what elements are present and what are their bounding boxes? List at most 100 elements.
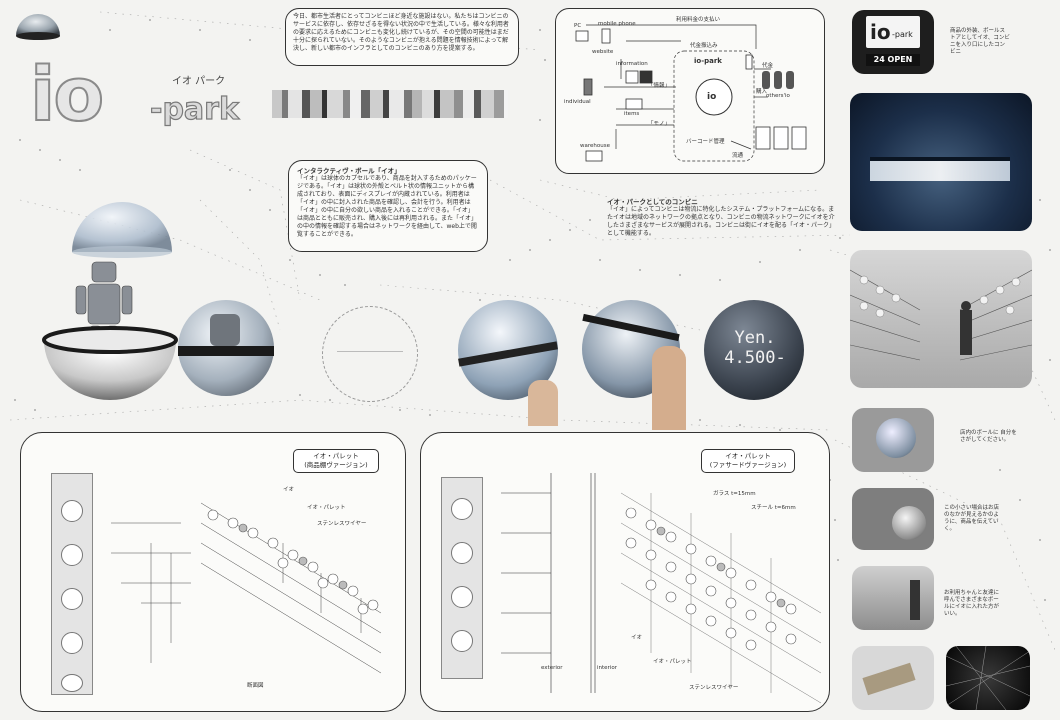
pallet-facade-steel-label: スチール t=6mm: [751, 505, 796, 511]
diagram-iopark-label: io-park: [694, 57, 722, 65]
store-roof: [870, 157, 1010, 161]
interior-shelves: [850, 269, 1032, 361]
diagram-info-arrow: 「情報」: [648, 83, 671, 89]
ball-belt-3: [582, 313, 680, 342]
robot-inside: [210, 314, 240, 346]
wireframe-equator: [337, 351, 403, 352]
pallet-store-title: イオ・パレット: [313, 452, 359, 460]
facade-strip: [441, 477, 483, 679]
facade-hole-3: [451, 586, 473, 608]
diagram-mobile-label: mobile phone: [598, 21, 636, 27]
banknote: [862, 662, 916, 696]
diagram-info-label: information: [616, 61, 648, 67]
strip-hole-5: [61, 674, 83, 692]
barcode-strip: [272, 90, 528, 118]
pallet-store-subtitle: (商品棚ヴァージョン): [304, 461, 368, 469]
hand-2: [652, 346, 686, 430]
wireframe-ball: [322, 306, 418, 402]
strip-hole-4: [61, 632, 83, 654]
logo-park: -park: [149, 92, 239, 127]
pallet-facade-drawing: [501, 473, 822, 704]
store-text-panel: イオ・パークとしてのコンビニ 「イオ」によってコンビニは物流に特化したシステム・…: [603, 196, 843, 244]
facade-hole-4: [451, 630, 473, 652]
store-sign-photo: io -park 24 OPEN: [852, 10, 934, 74]
ball-text-body: 「イオ」は球体のカプセルであり、商品を封入するためのパッケージである。「イオ」は…: [297, 175, 478, 238]
hemisphere-icon: [16, 14, 60, 40]
strip-hole-1: [61, 500, 83, 522]
logo-io: io: [29, 52, 105, 138]
ball-text-heading: インタラクティヴ・ボール「イオ」: [297, 167, 401, 175]
store-text-heading: イオ・パークとしてのコンビニ: [607, 198, 698, 206]
facade-hole-1: [451, 498, 473, 520]
ball-belt-2: [458, 341, 558, 367]
price-display-text: Yen. 4.500-: [724, 328, 786, 368]
diagram-io-label: io: [707, 92, 717, 102]
night-store-photo: [850, 93, 1032, 231]
sign-open: 24 OPEN: [866, 54, 920, 66]
counter-figure: [910, 580, 920, 620]
pallet-facade-ext-label: exterior: [541, 665, 563, 671]
pallet-facade-pallet-label: イオ・パレット: [653, 659, 692, 665]
sign-board: io -park: [866, 16, 920, 48]
hand-money-photo: [852, 646, 934, 710]
diagram-pc-label: PC: [574, 23, 582, 29]
sidebar-note-1: 商品の外装、ボールストアとしてイオ、コンビニを入り口にしたコンビニ: [950, 28, 1010, 55]
ball-belt-1: [178, 346, 274, 356]
pallet-store-title-box: イオ・パレット (商品棚ヴァージョン): [293, 449, 379, 473]
opened-capsule-robot: [42, 202, 178, 400]
pallet-facade-wire-label: ステンレスワイヤー: [689, 685, 739, 691]
sidebar-note-4: お利用ちゃんと友達に呼んでさまざまなボールにイオに入れた方がいい。: [944, 590, 1000, 617]
facade-hole-2: [451, 542, 473, 564]
ball-hand-photo-2: [852, 488, 934, 550]
network-lines: [946, 646, 1030, 710]
sign-park: -park: [892, 30, 913, 39]
diagram-website-label: website: [592, 49, 614, 55]
diagram-items-label: items: [624, 111, 640, 117]
pallet-store-pallet-label: イオ・パレット: [307, 505, 346, 511]
ball-text-panel: インタラクティヴ・ボール「イオ」 「イオ」は球体のカプセルであり、商品を封入する…: [288, 160, 488, 252]
diagram-dist-label: 流通: [732, 153, 744, 159]
diagram-barcode-label: バーコード管理: [686, 139, 725, 145]
sidebar-note-3: この小さい場合はお店のなかが見えるかのように、商品を伝えていく。: [944, 505, 1000, 532]
diagram-warehouse-label: warehouse: [580, 143, 610, 149]
hand-1: [528, 380, 558, 426]
interior-photo: [850, 250, 1032, 388]
photo-ball-2: [892, 506, 926, 540]
network-photo: [946, 646, 1030, 710]
ball-hand-photo-1: [852, 408, 934, 472]
intro-text: 今日、都市生活者にとってコンビニほど身近な施設はない。私たちはコンビニのサービス…: [293, 13, 509, 52]
diagram-pay-label: 利用料金の支払い: [676, 17, 721, 23]
price-display-ball: Yen. 4.500-: [704, 300, 804, 400]
pallet-facade-int-label: interior: [597, 665, 617, 671]
store-facade-glow: [870, 161, 1010, 181]
pallet-facade-io-label: イオ: [631, 635, 643, 641]
diagram-price-label: 代金: [762, 63, 774, 69]
pallet-strip: [51, 473, 93, 695]
pallet-facade-title-box: イオ・パレット (ファサードヴァージョン): [701, 449, 795, 473]
pallet-facade-glass-label: ガラス t=15mm: [713, 491, 756, 497]
pallet-store-section-label: 断面図: [247, 683, 264, 689]
strip-hole-2: [61, 544, 83, 566]
pallet-store-wire-label: ステンレスワイヤー: [317, 521, 367, 527]
store-text-body: 「イオ」によってコンビニは物流に特化したシステム・プラットフォームになる。またイ…: [607, 206, 836, 237]
pallet-store-panel: イオ・パレット (商品棚ヴァージョン) イオ イオ・パレット ステンレスワイヤー…: [20, 432, 406, 712]
diagram-lines: [575, 24, 807, 162]
diagram-proxy-label: 代金振込み: [690, 43, 718, 49]
capsule-ball-robot: [178, 300, 274, 396]
counter-photo: [852, 566, 934, 630]
diagram-individual-label: individual: [564, 99, 591, 105]
intro-text-panel: 今日、都市生活者にとってコンビニほど身近な施設はない。私たちはコンビニのサービス…: [285, 8, 519, 66]
sign-io: io: [870, 20, 891, 44]
pallet-facade-title: イオ・パレット: [725, 452, 771, 460]
pallet-store-drawing: [111, 502, 382, 674]
diagram-goods-arrow: 「モノ」: [648, 121, 671, 127]
diagram-buy-label: 購入: [756, 89, 768, 95]
photo-ball-1: [876, 418, 916, 458]
pallet-facade-panel: イオ・パレット (ファサードヴァージョン) ガラス t=: [420, 432, 830, 712]
strip-hole-3: [61, 588, 83, 610]
pallet-store-io-label: イオ: [283, 487, 295, 493]
logo-kana: イオ パーク: [172, 76, 226, 87]
diagram-others-label: others'io: [766, 93, 790, 99]
pallet-facade-subtitle: (ファサードヴァージョン): [709, 461, 787, 469]
system-diagram: 利用料金の支払い PC mobile phone website informa…: [555, 8, 825, 174]
